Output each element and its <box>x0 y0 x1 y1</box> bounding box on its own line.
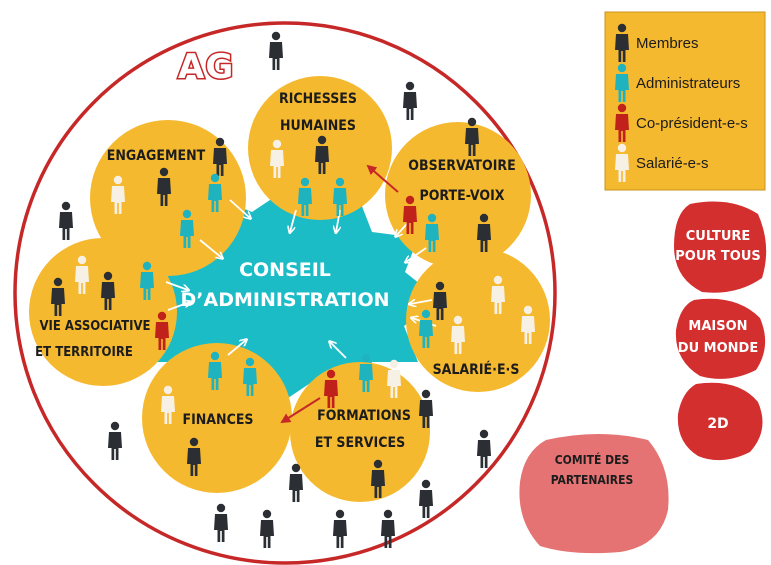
red-arrow <box>280 397 321 424</box>
commission-label: OBSERVATOIRE <box>408 158 515 174</box>
commission-label: PORTE-VOIX <box>419 188 504 204</box>
commission-label: ENGAGEMENT <box>107 148 206 164</box>
partner-blob-culture <box>674 201 767 293</box>
arrow <box>330 342 347 359</box>
legend-label-admins: Administrateurs <box>636 75 740 92</box>
partner-label: POUR TOUS <box>675 249 761 264</box>
legend-box <box>604 11 766 191</box>
commission-label: VIE ASSOCIATIVE <box>39 319 150 334</box>
partners-committee-label: COMITÉ DES <box>555 452 629 467</box>
arrow <box>167 302 190 311</box>
commission-label: SALARIÉ·E·S <box>433 361 520 378</box>
bubble-formations <box>290 362 430 502</box>
council-label-line1: CONSEIL <box>239 259 331 281</box>
arrow <box>227 340 246 356</box>
commission-label: FORMATIONS <box>317 408 411 424</box>
arrow <box>290 209 297 232</box>
legend-label-members: Membres <box>636 35 699 52</box>
commission-label: FINANCES <box>182 412 253 428</box>
commission-label: RICHESSES <box>279 91 357 107</box>
legend-label-copresidents: Co-président-e-s <box>636 115 748 132</box>
commission-label: ET TERRITOIRE <box>35 345 133 360</box>
arrow <box>165 281 188 290</box>
arrow <box>199 239 222 258</box>
partner-label: 2D <box>707 416 728 432</box>
partner-label: DU MONDE <box>678 341 758 356</box>
partner-blob-2d <box>677 382 763 461</box>
participation-arrows <box>165 199 437 359</box>
bubble-vie-associative <box>29 238 177 386</box>
arrow <box>229 199 250 218</box>
legend-label-employees: Salarié-e-s <box>636 155 709 172</box>
commission-label: ET SERVICES <box>315 435 405 451</box>
partners-committee-blob <box>519 434 669 554</box>
partner-label: CULTURE <box>686 229 751 244</box>
arrow <box>410 300 433 304</box>
red-arrow <box>366 164 399 193</box>
council-label-line2: D’ADMINISTRATION <box>181 289 390 311</box>
partners-committee-label: PARTENAIRES <box>551 473 634 487</box>
arrow <box>336 209 340 232</box>
commission-label: HUMAINES <box>280 118 356 134</box>
bubble-engagement <box>90 120 246 276</box>
arrow <box>406 247 427 262</box>
legend: Membres Administrateurs Co-président-e-s… <box>604 11 766 191</box>
partner-blob-maison <box>675 298 766 379</box>
bubble-observatoire <box>385 122 531 268</box>
partner-label: MAISON <box>688 319 747 334</box>
assembly-label: AG <box>178 47 234 87</box>
